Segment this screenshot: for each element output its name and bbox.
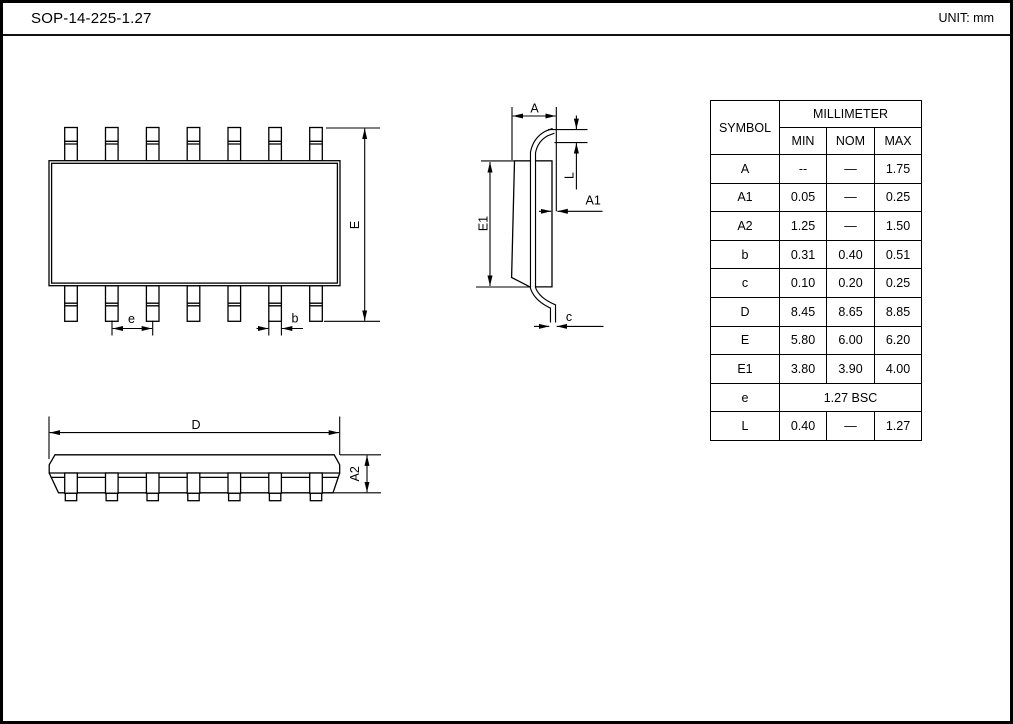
dim-label-A1: A1 xyxy=(586,194,601,208)
dim-label-A2: A2 xyxy=(348,466,362,481)
table-row: e 1.27 BSC xyxy=(710,382,922,413)
dim-A: A xyxy=(511,102,557,212)
package-outline-drawing: E e b xyxy=(48,102,604,502)
body-outline xyxy=(48,160,341,287)
dim-label-e: e xyxy=(128,312,135,326)
table-header-row: SYMBOL MILLIMETER xyxy=(710,100,922,155)
top-view: E e b xyxy=(48,126,380,336)
e-bsc-cell: 1.27 BSC xyxy=(779,382,922,413)
unit-label: UNIT: mm xyxy=(938,11,994,25)
title-bar: SOP-14-225-1.27 UNIT: mm xyxy=(3,3,1010,36)
min-header-cell: MIN xyxy=(779,127,827,155)
dim-A1: A1 xyxy=(539,194,603,214)
table-subheader-row: MIN NOM MAX xyxy=(711,127,922,155)
top-pins xyxy=(64,126,323,162)
gull-wing-lead xyxy=(529,127,557,323)
dim-E: E xyxy=(324,127,380,322)
max-header-cell: MAX xyxy=(874,127,922,155)
dim-label-E: E xyxy=(348,221,362,229)
dim-label-A: A xyxy=(530,102,539,116)
dim-A2: A2 xyxy=(328,454,381,494)
dim-D: D xyxy=(48,416,341,459)
nom-header-cell: NOM xyxy=(826,127,875,155)
side-view: A L A1 E1 xyxy=(476,102,604,329)
dim-label-L: L xyxy=(563,172,577,179)
front-view: D A2 xyxy=(48,416,381,502)
dimension-table: SYMBOL MILLIMETER MIN NOM MAX A-- —1.75 … xyxy=(710,100,922,441)
dim-label-E1: E1 xyxy=(477,216,491,231)
package-title: SOP-14-225-1.27 xyxy=(31,10,152,27)
dim-L: L xyxy=(548,115,588,190)
dim-b: b xyxy=(256,312,303,336)
front-leads xyxy=(64,472,323,502)
dim-label-D: D xyxy=(191,418,200,432)
dim-E1: E1 xyxy=(477,162,493,286)
body-inner-outline xyxy=(50,162,339,284)
table-row: A-- —1.75 xyxy=(710,154,922,184)
dim-label-c: c xyxy=(566,310,572,324)
millimeter-header-cell: MILLIMETER xyxy=(779,100,922,128)
symbol-header-cell: SYMBOL xyxy=(710,100,780,155)
bottom-pins xyxy=(64,285,323,322)
dim-c: c xyxy=(534,310,604,329)
dim-label-b: b xyxy=(292,312,299,326)
dim-e: e xyxy=(111,312,154,336)
